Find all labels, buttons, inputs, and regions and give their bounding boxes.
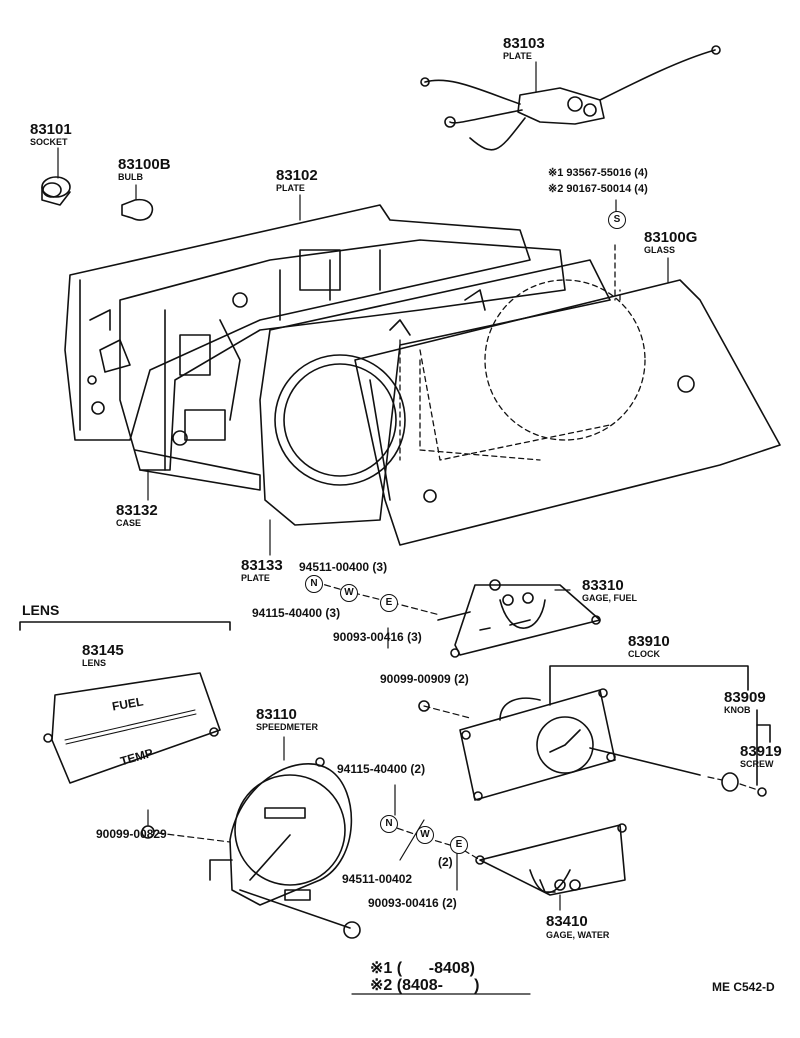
diagram-code: ME C542-D <box>712 980 775 994</box>
fastener-90093-00416-2: 90093-00416 (2) <box>368 896 457 910</box>
symbol-w-circle: W <box>340 584 358 602</box>
part-number-83910: 83910 <box>628 633 670 650</box>
part-number-83410: 83410 <box>546 913 588 930</box>
glass-drawing <box>354 279 781 546</box>
water-gage-drawing <box>475 823 627 896</box>
symbol-e-circle-2: E <box>450 836 468 854</box>
fastener-90089-00909: 90099-00909 (2) <box>380 672 469 686</box>
socket-drawing <box>41 176 71 206</box>
part-number-83919: 83919 <box>740 743 782 760</box>
part-name-83310: GAGE, FUEL <box>582 593 638 603</box>
part-name-83909: KNOB <box>724 705 751 715</box>
fastener-90099-00829: 90099-00829 <box>96 827 167 841</box>
note-1: ※1 93567-55016 (4) <box>548 167 648 179</box>
symbol-s-circle: S <box>608 211 626 229</box>
part-number-83310: 83310 <box>582 577 624 594</box>
symbol-n-circle-2: N <box>380 815 398 833</box>
part-number-83102: 83102 <box>276 167 318 184</box>
printed-plate-drawing <box>64 204 531 441</box>
fastener-94115-40400-2: 94115-40400 (2) <box>337 762 426 776</box>
part-name-83101: SOCKET <box>30 137 68 147</box>
part-name-83100g: GLASS <box>644 245 676 255</box>
part-name-83919: SCREW <box>740 759 774 769</box>
part-number-83100g: 83100G <box>644 229 698 246</box>
symbol-n-circle: N <box>305 575 323 593</box>
part-number-83145: 83145 <box>82 642 124 659</box>
part-name-83410: GAGE, WATER <box>546 930 610 940</box>
part-name-83100b: BULB <box>118 172 143 182</box>
bezel-plate-drawing <box>259 259 611 526</box>
part-number-83909: 83909 <box>724 689 766 706</box>
footnote-line-2: ※2 (8408- ) <box>370 977 480 994</box>
bulb-drawing <box>121 198 154 221</box>
part-number-83100b: 83100B <box>118 156 171 173</box>
fastener-94115-40400-3: 94115-40400 (3) <box>252 606 341 620</box>
clock-callouts <box>549 665 771 786</box>
fastener-90093-00416-3: 90093-00416 (3) <box>333 630 422 644</box>
part-name-83102: PLATE <box>276 183 305 193</box>
part-number-83133: 83133 <box>241 557 283 574</box>
lens-section-bracket <box>19 621 231 631</box>
fastener-drawings <box>141 611 471 839</box>
section-title-lens: LENS <box>22 602 60 618</box>
part-name-83133: PLATE <box>241 573 270 583</box>
speedometer-drawing <box>209 757 361 939</box>
part-name-83145: LENS <box>82 658 107 668</box>
assembly-lines <box>157 581 759 861</box>
fastener-94511-00400: 94511-00400 (3) <box>299 560 388 574</box>
lens-drawing <box>43 672 221 784</box>
fastener-94511-00402: 94511-00402 <box>342 872 413 886</box>
case-drawing <box>119 239 566 491</box>
symbol-w-circle-2: W <box>416 826 434 844</box>
leader-lines <box>57 61 669 911</box>
part-name-83110: SPEEDMETER <box>256 722 319 732</box>
part-number-83103: 83103 <box>503 35 545 52</box>
part-name-83910: CLOCK <box>628 649 660 659</box>
footnote-line-1: ※1 ( -8408) <box>370 960 475 977</box>
part-number-83132: 83132 <box>116 502 158 519</box>
glass-hidden-lines <box>399 244 646 461</box>
part-number-83101: 83101 <box>30 121 72 138</box>
clock-drawing <box>459 688 701 801</box>
harness-plate-drawing <box>420 45 721 151</box>
knob-screw-drawing <box>721 772 767 797</box>
fuel-gage-drawing <box>450 579 601 658</box>
note-2: ※2 90167-50014 (4) <box>548 183 648 195</box>
fastener-quantity-2: (2) <box>438 855 453 869</box>
symbol-e-circle: E <box>380 594 398 612</box>
part-name-83103: PLATE <box>503 51 532 61</box>
part-number-83110: 83110 <box>256 706 297 723</box>
part-name-83132: CASE <box>116 518 142 528</box>
